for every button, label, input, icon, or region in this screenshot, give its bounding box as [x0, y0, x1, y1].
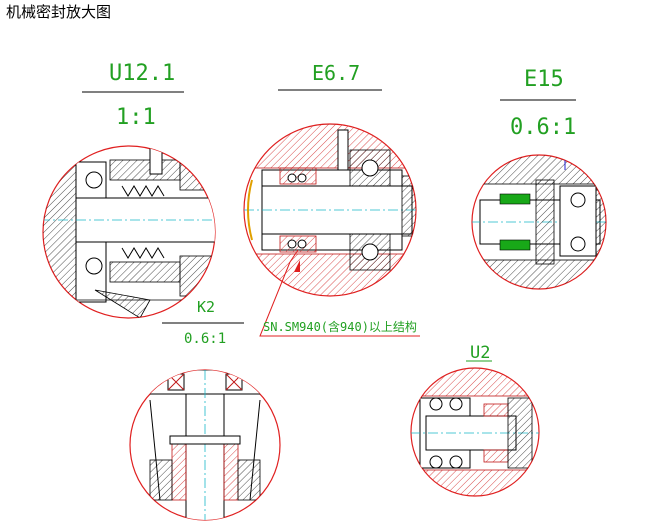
- seal-section-u2: [411, 368, 539, 496]
- detail-label-e6-7: E6.7: [312, 61, 360, 85]
- detail-scale-u12-1: 1:1: [116, 105, 156, 130]
- detail-e6-7: E6.7: [243, 61, 417, 297]
- detail-u12-1: U12.1 1:1: [42, 61, 216, 319]
- seal-section-k2: [130, 370, 280, 520]
- detail-label-u12-1: U12.1: [109, 61, 175, 86]
- detail-k2: K2 0.6:1: [129, 298, 281, 521]
- page-title: 机械密封放大图: [6, 3, 111, 21]
- structure-note: SN.SM940(含940)以上结构: [263, 319, 417, 334]
- weld-mark: [247, 179, 253, 241]
- seal-section-e6-7: [244, 124, 416, 296]
- detail-scale-k2: 0.6:1: [184, 331, 226, 347]
- detail-label-u2: U2: [470, 343, 490, 363]
- detail-label-e15: E15: [524, 67, 564, 92]
- detail-scale-e15: 0.6:1: [510, 115, 576, 140]
- detail-u2: U2: [410, 343, 540, 497]
- detail-label-k2: K2: [197, 298, 215, 316]
- note-leader: [259, 249, 420, 337]
- detail-e15: E15 0.6:1: [471, 67, 607, 290]
